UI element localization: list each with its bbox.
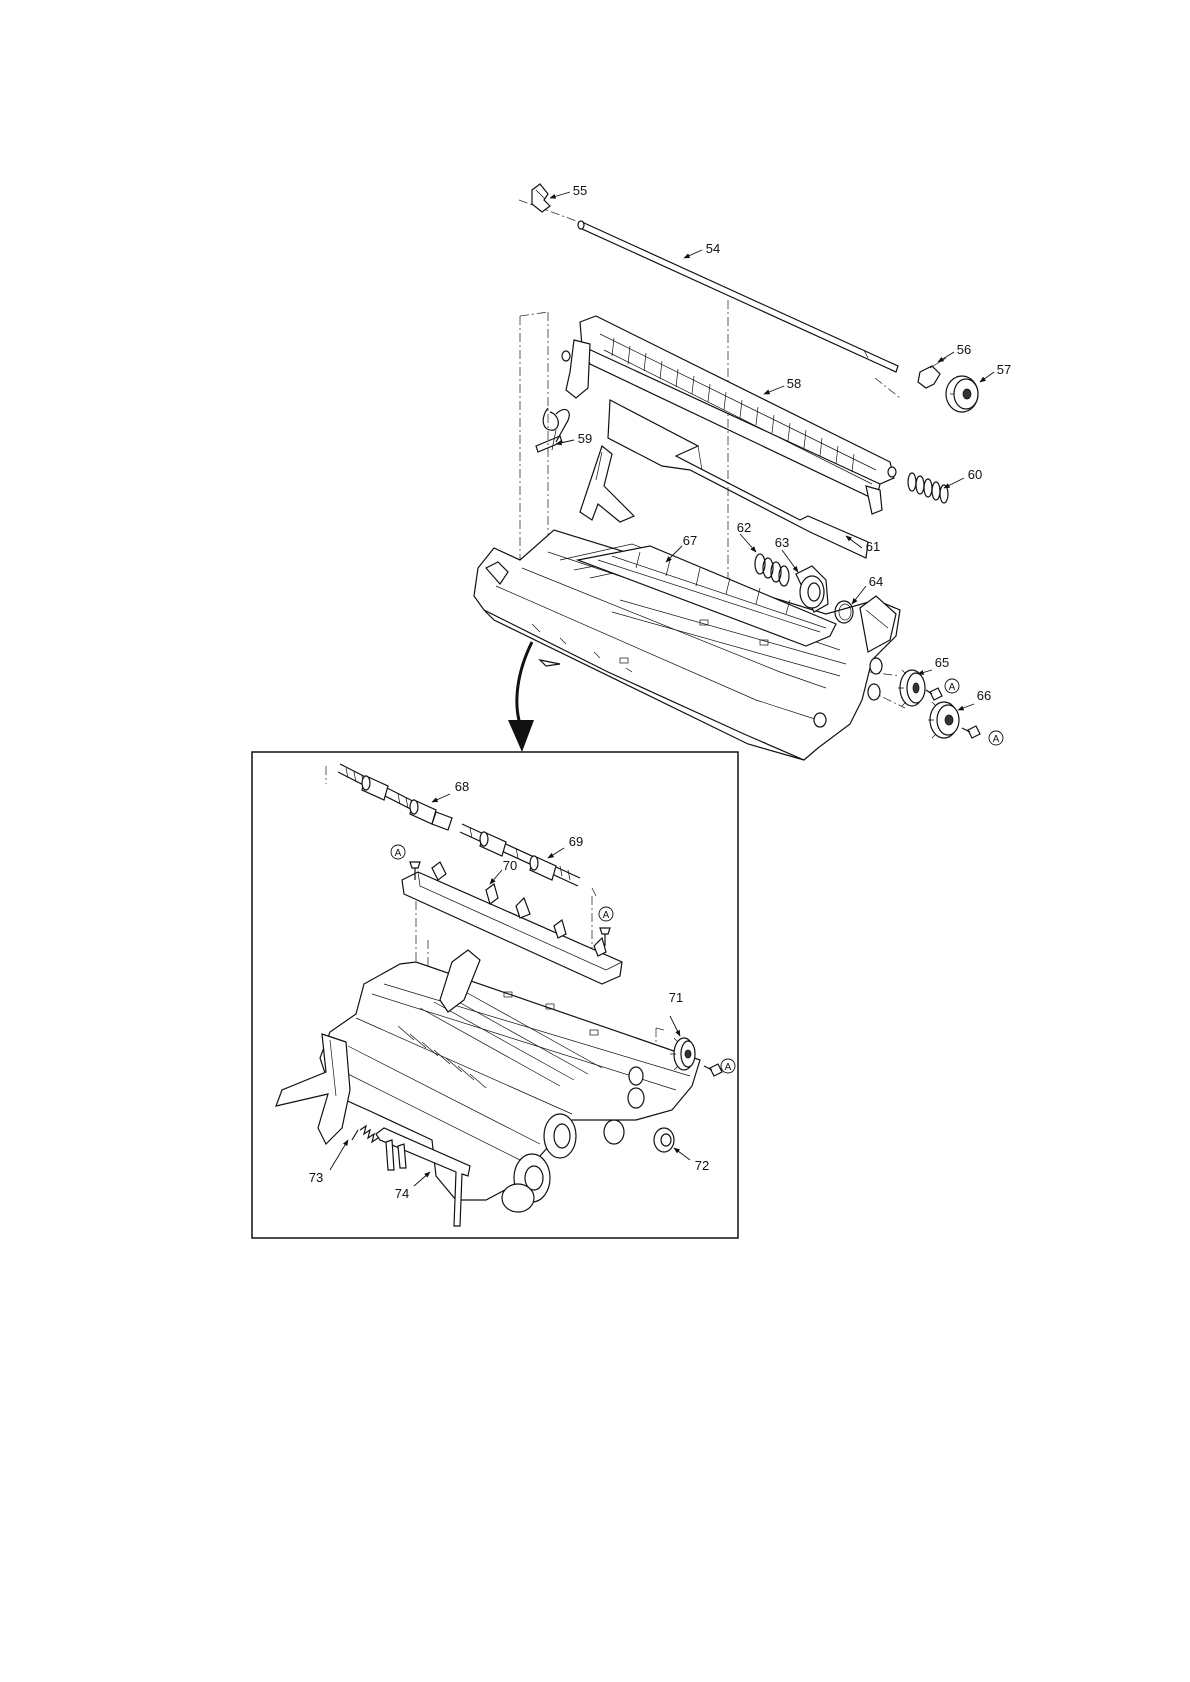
callout-63: 63 [775, 535, 789, 550]
callout-60: 60 [968, 467, 982, 482]
svg-text:A: A [395, 848, 402, 859]
callout-69: 69 [569, 834, 583, 849]
callout-59: 59 [578, 431, 592, 446]
svg-text:A: A [603, 910, 610, 921]
reference-mark-a-inset-1: A [391, 845, 405, 859]
part-72-gear [654, 1128, 674, 1152]
part-70-bracket [402, 862, 622, 984]
callout-61: 61 [866, 539, 880, 554]
screw-upper-2 [962, 726, 980, 738]
part-59-spring-clip [536, 408, 569, 452]
callout-55: 55 [573, 183, 587, 198]
reference-mark-a-upper-1: A [945, 679, 959, 693]
callout-62: 62 [737, 520, 751, 535]
part-62-spring [755, 554, 789, 586]
reference-mark-a-inset-2: A [599, 907, 613, 921]
part-60-spring [908, 473, 948, 503]
callout-58: 58 [787, 376, 801, 391]
callout-64: 64 [869, 574, 883, 589]
callout-54: 54 [706, 241, 720, 256]
screw-upper-1 [926, 688, 942, 700]
part-73-spring [352, 1126, 378, 1142]
callout-56: 56 [957, 342, 971, 357]
callout-66: 66 [977, 688, 991, 703]
callout-71: 71 [669, 990, 683, 1005]
callout-65: 65 [935, 655, 949, 670]
svg-text:A: A [993, 734, 1000, 745]
part-56-clamp [918, 358, 946, 388]
callout-72: 72 [695, 1158, 709, 1173]
callout-73: 73 [309, 1170, 323, 1185]
inset-detail-view: A A A [252, 752, 738, 1238]
part-55-clamp [532, 184, 550, 212]
part-68-roller-shaft [338, 764, 452, 830]
part-66-gear [928, 702, 959, 738]
callout-57: 57 [997, 362, 1011, 377]
upper-exploded-view: A A 55 54 56 57 5 [474, 183, 1011, 760]
screw-inset-3 [704, 1064, 722, 1076]
inset-chassis [276, 950, 700, 1212]
part-57-gear [946, 376, 978, 412]
callout-74: 74 [395, 1186, 409, 1201]
part-69-roller-shaft [460, 824, 580, 886]
part-65-gear [898, 670, 925, 706]
callout-70: 70 [503, 858, 517, 873]
callout-67: 67 [683, 533, 697, 548]
callout-68: 68 [455, 779, 469, 794]
svg-text:A: A [949, 682, 956, 693]
reference-mark-a-inset-3: A [721, 1059, 735, 1073]
reference-mark-a-upper-2: A [989, 731, 1003, 745]
part-63-bushing [796, 566, 828, 612]
left-arm [580, 446, 634, 522]
svg-text:A: A [725, 1062, 732, 1073]
view-transfer-arrow [508, 642, 534, 752]
